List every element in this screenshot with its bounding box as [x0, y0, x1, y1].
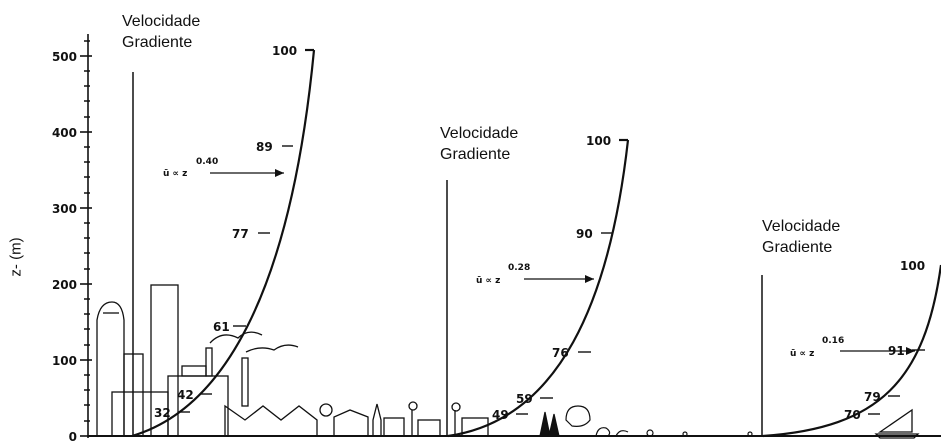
tall-tower-icon [96, 301, 125, 436]
panel2-label-90: 90 [576, 227, 593, 241]
trees-icon [539, 405, 753, 437]
gradient-height-lines [132, 72, 763, 436]
small-buildings-icon [319, 401, 489, 437]
panel1-label-100: 100 [272, 44, 297, 58]
panel3-formula-arrowhead [906, 347, 915, 355]
panel3-formula-base: ū ∝ z [790, 349, 814, 359]
panel1-gradient-label-1: Velocidade [122, 13, 201, 30]
building-c-icon [167, 375, 229, 437]
panel1-formula-exponent: 0.40 [196, 157, 218, 167]
panel3-label-79: 79 [864, 390, 881, 404]
panel1-formula: ū ∝ z 0.40 [163, 157, 284, 179]
tick-label-500: 500 [52, 50, 77, 64]
panel1-label-89: 89 [256, 140, 273, 154]
panel3-formula: ū ∝ z 0.16 [790, 336, 915, 359]
panel1-formula-base: ū ∝ z [163, 169, 187, 179]
panel2-profile-curve [447, 139, 630, 438]
panel1-gradient-label-2: Gradiente [122, 34, 193, 51]
panel3-label-100: 100 [900, 259, 925, 273]
panel2-label-49: 49 [492, 408, 509, 422]
panel2-formula: ū ∝ z 0.28 [476, 263, 594, 286]
panel1-label-61: 61 [213, 320, 230, 334]
panel2-formula-exponent: 0.28 [508, 263, 530, 273]
sailboat-icon [874, 408, 920, 439]
minor-ticks [84, 40, 90, 422]
panel1-label-32: 32 [154, 406, 171, 420]
panel3-gradient-label-2: Gradiente [762, 239, 833, 256]
panel3-gradient-label-1: Velocidade [762, 218, 841, 235]
panel3-formula-exponent: 0.16 [822, 336, 844, 346]
panel1-label-42: 42 [177, 388, 194, 402]
tick-label-100: 100 [52, 354, 77, 368]
building-roof-icon [181, 365, 207, 377]
panel2-label-76: 76 [552, 346, 569, 360]
tick-label-200: 200 [52, 278, 77, 292]
skyscraper-icon [150, 284, 179, 437]
tick-label-300: 300 [52, 202, 77, 216]
profile-ticks [178, 145, 925, 415]
city-buildings [96, 284, 229, 437]
panel1-formula-arrowhead [275, 169, 284, 177]
panel2-gradient-label-1: Velocidade [440, 125, 519, 142]
panel2-gradient-label-2: Gradiente [440, 146, 511, 163]
y-axis [80, 34, 92, 438]
factory-icon [205, 331, 318, 436]
panel2-label-100: 100 [586, 134, 611, 148]
velocity-profiles [131, 48, 941, 438]
tick-label-400: 400 [52, 126, 77, 140]
panel1-profile-curve [131, 49, 316, 438]
panel2-label-59: 59 [516, 392, 533, 406]
panel3-label-70: 70 [844, 408, 861, 422]
panel2-formula-base: ū ∝ z [476, 276, 500, 286]
panel2-formula-arrowhead [585, 275, 594, 283]
tick-label-0: 0 [69, 430, 77, 444]
panel1-label-77: 77 [232, 227, 249, 241]
panel3-profile-curve [762, 264, 941, 438]
